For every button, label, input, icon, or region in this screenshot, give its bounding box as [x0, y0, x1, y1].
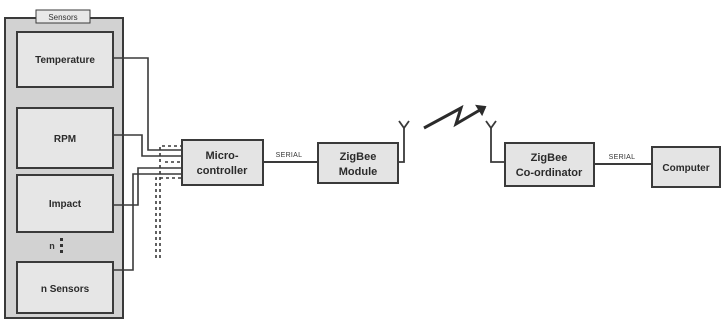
- vertical-ellipsis-icon: [60, 238, 63, 253]
- wire-n-sensors: [113, 173, 182, 271]
- wire-dashed-2: [159, 145, 182, 258]
- serial-label-1: SERIAL: [276, 152, 303, 159]
- sensor-label-n-sensors: n Sensors: [41, 284, 90, 295]
- sensor-label-temperature: Temperature: [35, 55, 95, 66]
- sensor-group-title-tab: [35, 9, 91, 24]
- computer-box: [651, 146, 721, 188]
- sensor-group: Sensors Temperature RPM Impact n n Senso…: [4, 9, 124, 319]
- wire-rpm: [113, 134, 182, 157]
- antenna-icon: [485, 120, 505, 163]
- zigbee-module-box: [317, 142, 399, 184]
- zigbee-coordinator-box: [504, 142, 595, 187]
- zigbee-coordinator-label-line-1: ZigBee: [531, 152, 568, 164]
- zigbee-module-block: ZigBee Module: [317, 142, 399, 184]
- sensor-box-rpm: [16, 107, 114, 169]
- sensor-label-impact: Impact: [49, 199, 82, 210]
- sensor-label-rpm: RPM: [54, 134, 76, 145]
- zigbee-module-label-line-2: Module: [339, 166, 378, 178]
- microcontroller-block: Micro- controller: [181, 139, 264, 186]
- microcontroller-label-line-2: controller: [197, 165, 248, 177]
- wire-dashed-1: [155, 177, 182, 258]
- antenna-icon: [398, 120, 410, 163]
- wire-temperature: [113, 57, 182, 151]
- sensor-box-n-sensors: [16, 261, 114, 314]
- zigbee-coordinator-label-line-2: Co-ordinator: [516, 167, 583, 179]
- wireless-signal-icon: [423, 104, 487, 130]
- computer-label: Computer: [662, 163, 709, 174]
- sensor-wires: [113, 57, 182, 271]
- sensor-box-impact: [16, 174, 114, 233]
- microcontroller-label-line-1: Micro-: [206, 150, 239, 162]
- serial-label-2: SERIAL: [609, 154, 636, 161]
- zigbee-module-label-line-1: ZigBee: [340, 151, 377, 163]
- zigbee-coordinator-block: ZigBee Co-ordinator: [504, 142, 595, 187]
- sensor-box-temperature: [16, 31, 114, 88]
- computer-block: Computer: [651, 146, 721, 188]
- sensor-ellipsis-label: n: [49, 241, 55, 251]
- microcontroller-box: [181, 139, 264, 186]
- sensor-group-title: Sensors: [48, 13, 77, 22]
